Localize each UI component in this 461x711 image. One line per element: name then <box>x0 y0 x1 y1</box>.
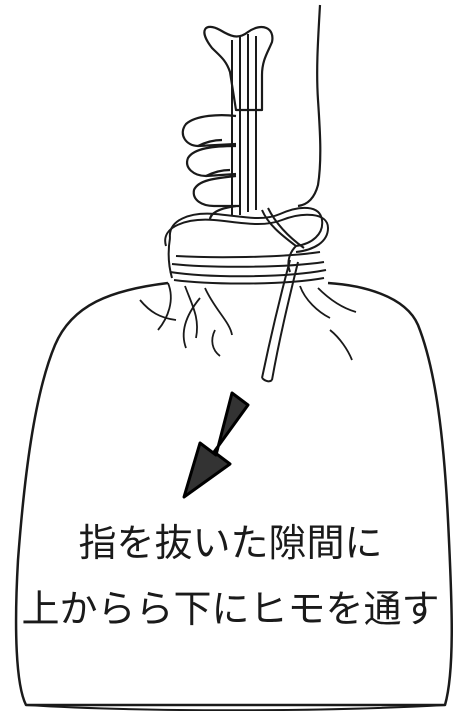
cord-vertical-strands <box>231 34 257 215</box>
instruction-line-2: 上からら下にヒモを通す <box>21 587 440 631</box>
hand-fingers <box>181 114 240 221</box>
bag-outline <box>14 281 453 707</box>
instruction-line-1: 指を抜いた隙間に <box>78 521 383 565</box>
bag-bottom-edge <box>25 704 446 711</box>
bag-top-ear <box>203 25 274 112</box>
down-left-arrow-icon <box>182 391 250 499</box>
bag-neck-folds <box>139 282 357 361</box>
hand-outline <box>297 4 322 208</box>
cord-wrap-loops <box>164 206 330 285</box>
cord-hanging-end <box>261 259 299 383</box>
